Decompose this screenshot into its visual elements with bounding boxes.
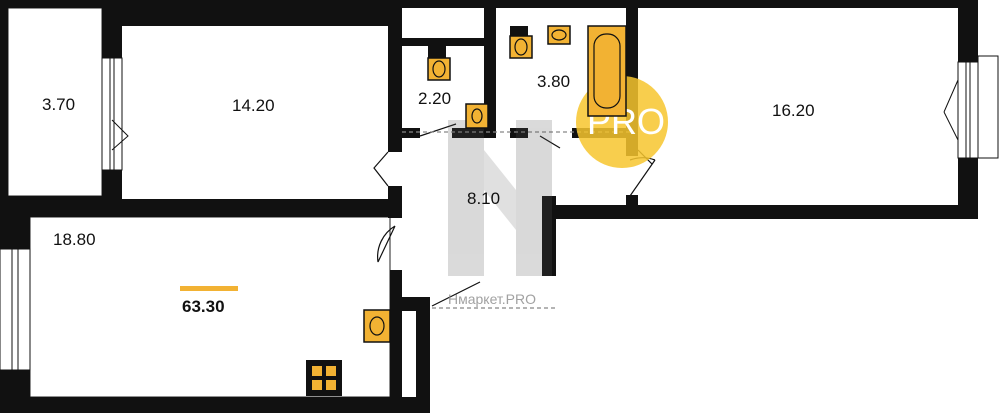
stove-icon [306, 360, 342, 396]
bathtub-icon [587, 25, 627, 117]
sink-icon [363, 309, 391, 343]
walls [0, 0, 978, 413]
room-area-living-room: 16.20 [772, 101, 815, 120]
watermark-logo [448, 120, 552, 276]
sink-icon [547, 25, 571, 45]
total-area: 63.30 [182, 297, 225, 316]
room-area-bedroom: 14.20 [232, 96, 275, 115]
room-area-toilet: 2.20 [418, 89, 451, 108]
toilet-icon [509, 26, 533, 59]
sink-icon [465, 103, 489, 129]
room-area-bathroom: 3.80 [537, 72, 570, 91]
room-area-balcony: 3.70 [42, 95, 75, 114]
room-area-kitchen: 18.80 [53, 230, 96, 249]
windows [0, 55, 999, 371]
room-area-hallway: 8.10 [467, 189, 500, 208]
toilet-icon [427, 46, 451, 81]
total-area-marker [180, 286, 238, 291]
brand-watermark: Нмаркет.PRO [448, 291, 536, 307]
